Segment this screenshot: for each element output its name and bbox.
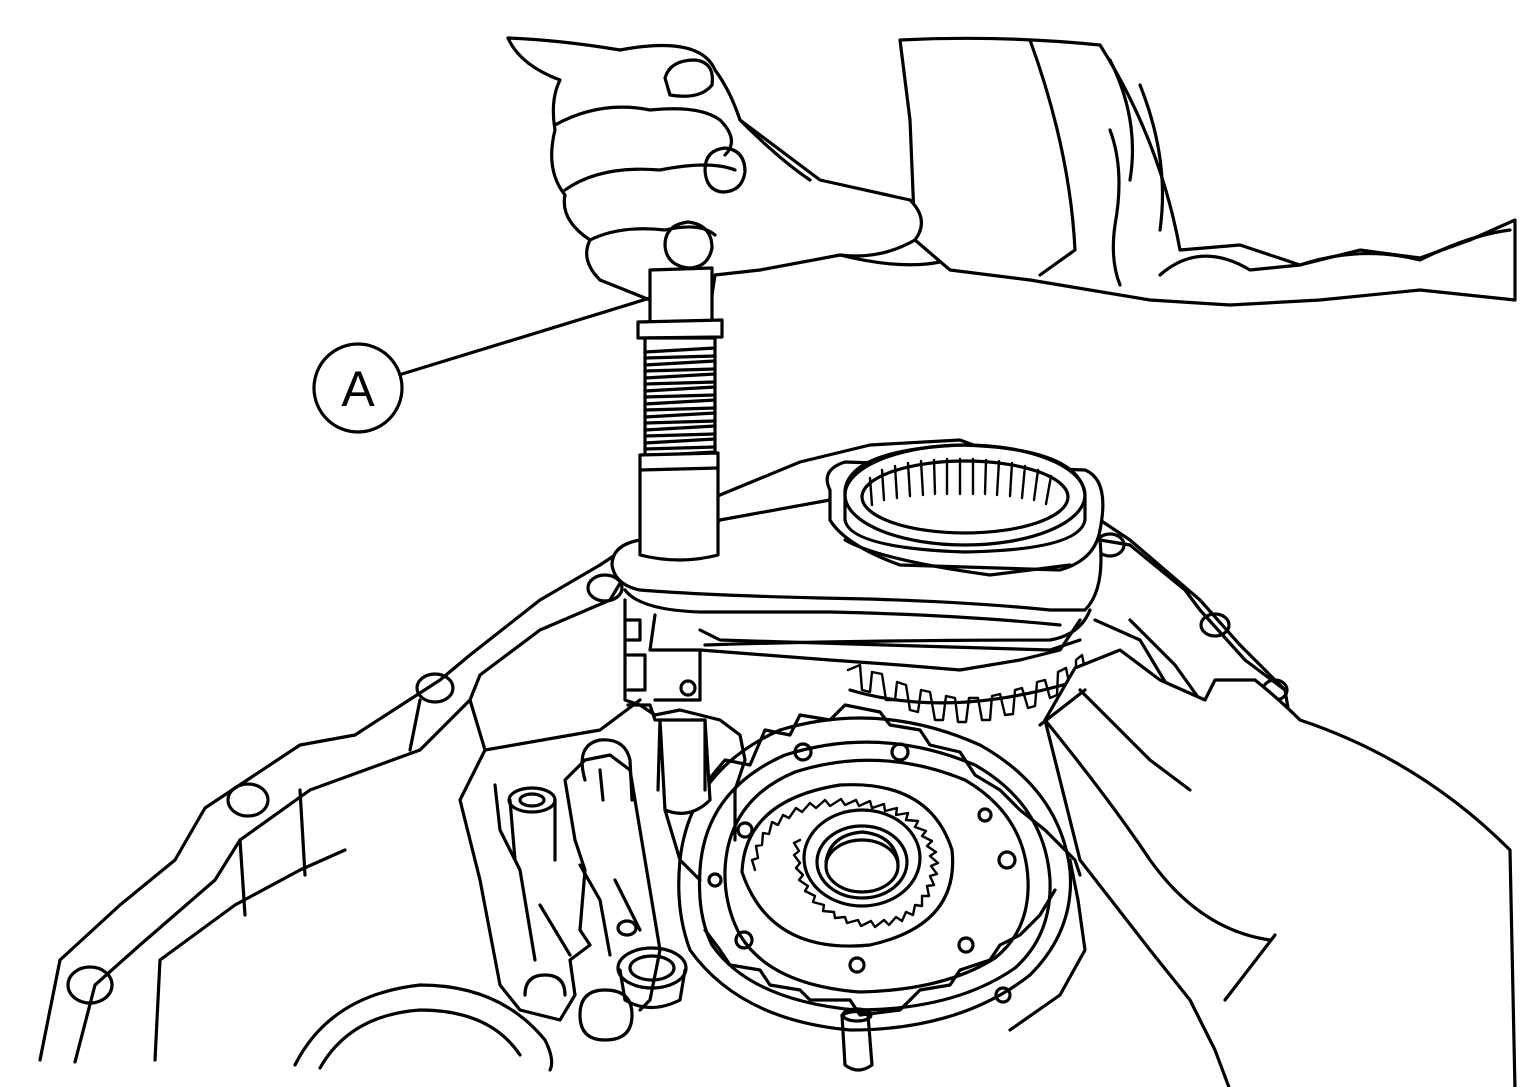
u-channel: [580, 738, 634, 802]
bracket-top-edge: [623, 588, 1062, 627]
callout-circle: [312, 342, 404, 434]
sleeve-fold-4: [1108, 128, 1122, 287]
bolt-hole-1: [66, 965, 114, 1005]
carrier-pin-5: [734, 930, 754, 950]
case-inner-flange: [73, 573, 627, 1064]
bracket-hole: [679, 679, 697, 697]
rib-middle: [578, 863, 642, 957]
lower-bore: [293, 983, 554, 1072]
finger-2: [563, 163, 737, 192]
wrist-line: [738, 118, 942, 267]
thumb: [663, 58, 714, 98]
inner-gear-teeth: [750, 797, 940, 929]
gear-base: [848, 678, 1082, 705]
tool-body-band: [638, 466, 720, 472]
finger-1: [553, 105, 733, 157]
pin-stub-top: [841, 1007, 873, 1023]
carrier-pin-7: [957, 936, 975, 954]
hub-bore: [824, 830, 900, 864]
inner-gear-ring: [740, 783, 955, 948]
race-base-lip: [843, 538, 1072, 577]
oil-passage-boss: [507, 786, 557, 814]
bearing-race: [825, 443, 1105, 577]
bracket-left-slots: [623, 618, 657, 722]
carrier-outer-rim-2: [697, 740, 1052, 1012]
ball-plug: [578, 988, 634, 1042]
race-inner-rim: [860, 459, 1070, 535]
fingernail-1: [703, 146, 747, 194]
left-arm: [506, 36, 1517, 307]
carrier-pin-6: [848, 956, 866, 974]
right-hand-knuckle: [1078, 688, 1192, 792]
ball-plug-2: [523, 973, 567, 997]
carrier-pin-9: [707, 872, 723, 888]
bracket-inner-curve: [703, 608, 1092, 647]
bracket-post: [655, 718, 712, 815]
carrier-pin-4: [997, 850, 1017, 870]
tool-body-lower: [638, 451, 720, 562]
carrier-right-lug: [1043, 828, 1082, 877]
valve-body-outline: [458, 748, 662, 1022]
case-wall-left: [238, 698, 642, 917]
carrier-right-edge: [1008, 858, 1087, 1032]
callout-label: A: [341, 361, 375, 417]
hand-back: [506, 36, 923, 302]
hub-outer: [802, 808, 922, 908]
hub-mid: [815, 824, 909, 900]
rib-left: [493, 783, 572, 962]
callout-leader-line: [400, 296, 652, 376]
carrier-castellation: [698, 703, 1047, 832]
hub-inner: [824, 838, 900, 894]
race-top-rim: [843, 443, 1087, 547]
fingernail-2: [663, 220, 714, 270]
bracket-step: [648, 613, 702, 702]
bolt-hole-4: [586, 573, 624, 603]
bracket-post-foot: [663, 808, 702, 882]
lower-bore-inner: [318, 1008, 522, 1070]
race-rollers: [868, 457, 1053, 507]
callout-a: A: [312, 296, 652, 434]
right-hand: [1038, 648, 1517, 1087]
small-bolt-right: [994, 986, 1012, 1004]
dowel-ring-outer: [616, 946, 688, 990]
carrier-lower-lugs: [703, 888, 1057, 1017]
tool-collar: [636, 318, 724, 340]
carrier-plate: [723, 758, 1030, 994]
carrier-pin-3: [736, 821, 754, 839]
transmission-case: [38, 438, 1292, 1072]
oil-passage-bore: [518, 792, 546, 808]
pin-stub: [840, 1009, 874, 1072]
sleeve: [898, 36, 1517, 307]
tool-spring-coils-back: [643, 354, 717, 451]
sleeve-fold-2: [1108, 58, 1165, 232]
sleeve-fold-3: [1158, 228, 1512, 277]
sleeve-fold-1: [1028, 38, 1077, 277]
right-palm-edge: [1038, 688, 1087, 727]
bracket-post-edge: [656, 718, 707, 792]
right-arm: [1043, 648, 1517, 1087]
carrier-pin-8: [977, 807, 993, 823]
carrier-outer-rim: [677, 716, 1073, 1032]
right-finger-line: [1043, 718, 1272, 942]
bolt-hole-6: [1199, 612, 1231, 638]
right-wrist-crease: [1223, 933, 1277, 1002]
case-flange-ridge: [153, 848, 347, 1062]
bracket-lower-arm: [698, 618, 1082, 672]
carrier-pin-2: [890, 742, 910, 762]
dowel-ring-inner: [628, 954, 676, 982]
dowel-base: [618, 968, 687, 1010]
carrier-assembly: [677, 703, 1087, 1072]
oil-passage-tube: [508, 798, 557, 862]
carrier-pin-1: [793, 742, 813, 762]
drive-gear: [846, 653, 1087, 724]
bolt-hole-3: [415, 672, 455, 704]
case-internals: [458, 738, 688, 1042]
special-tool-a: [636, 266, 724, 562]
small-bolt-boss: [616, 919, 638, 937]
bolt-hole-2: [226, 782, 270, 818]
